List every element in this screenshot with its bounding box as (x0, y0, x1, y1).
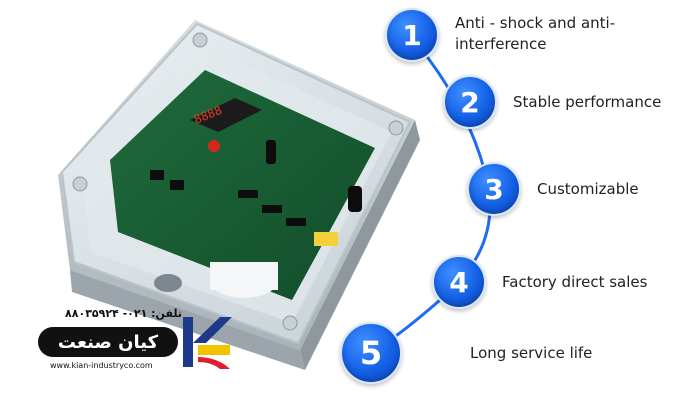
number-badge: 3 (467, 162, 521, 216)
feature-1: 1 Anti - shock and anti- interference (385, 8, 615, 62)
brand-logo-icon (183, 317, 232, 369)
feature-label: Factory direct sales (502, 272, 648, 291)
feature-3: 3 Customizable (467, 162, 639, 216)
brand-watermark: تلفن: ۰۲۱- ۸۸۰۳۵۹۲۴ کیان صنعت www.kian-i… (38, 305, 238, 375)
feature-label: Anti - shock and anti- interference (455, 14, 616, 53)
brand-name: کیان صنعت (38, 327, 178, 357)
feature-2: 2 Stable performance (443, 75, 661, 129)
number-badge: 1 (385, 8, 439, 62)
brand-url: www.kian-industryco.com (50, 361, 153, 370)
feature-label: Stable performance (513, 92, 662, 111)
number-badge: 5 (340, 322, 402, 384)
feature-4: 4 Factory direct sales (432, 255, 647, 309)
feature-5: 5 Long service life (340, 322, 592, 384)
number-badge: 4 (432, 255, 486, 309)
number-badge: 2 (443, 75, 497, 129)
feature-label: Long service life (470, 343, 593, 362)
brand-phone: تلفن: ۰۲۱- ۸۸۰۳۵۹۲۴ (65, 307, 182, 320)
feature-label: Customizable (537, 179, 639, 198)
